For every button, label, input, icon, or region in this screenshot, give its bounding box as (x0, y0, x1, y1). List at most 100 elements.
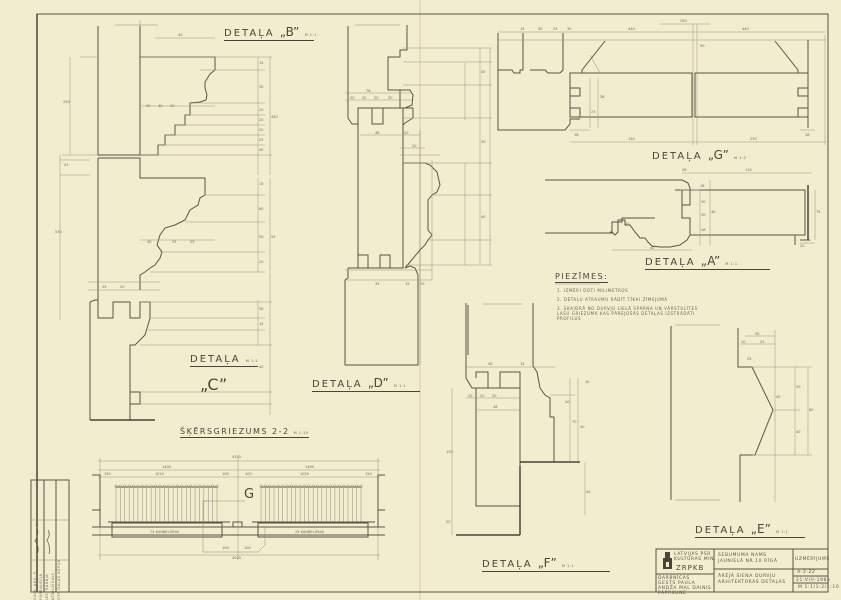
tb-org: LATVIJAS PSR KULTŪRAS MIN. (674, 552, 716, 562)
detail-e-word: DETAĻA (695, 525, 746, 536)
tb-object-line2: JAUNIELĀ NR.10 RĪGĀ (718, 559, 778, 564)
flute-head (346, 484, 350, 488)
flute-head (118, 484, 122, 488)
dim-center-left: 100 (222, 546, 229, 550)
flute-head (154, 484, 157, 488)
detail-b-scale: M 1:1 (304, 33, 317, 37)
dim-b: 25 (259, 138, 264, 142)
dim-c: 55 (271, 235, 276, 239)
flute-head (197, 484, 201, 488)
dim-d: 30 (388, 96, 393, 100)
detail-f-title: DETAĻA „F” M 1:1 (482, 556, 610, 572)
flute-head (123, 484, 127, 488)
dim-g: 440 (742, 27, 749, 31)
flute-head (132, 484, 136, 488)
tb-org-line2: KULTŪRAS MIN. (674, 557, 717, 562)
dim-f: 56 (488, 362, 493, 366)
detail-e-title: DETAĻA „E” M 1:1 (695, 522, 805, 538)
dim-b: 30 (259, 85, 264, 89)
flute-head (184, 484, 188, 488)
dim-edge-left: 150 (104, 472, 111, 476)
dim-b: 40 (259, 148, 264, 152)
dim-f: 20 (480, 394, 485, 398)
dim-b: 20 (259, 108, 264, 112)
dim-c: 25 (102, 285, 107, 289)
detail-a-drawing (545, 172, 816, 251)
section-callout-g: G (244, 487, 255, 502)
dim-c: 30 (259, 307, 264, 311)
dim-f: 70 (572, 420, 577, 424)
flute-head (114, 484, 118, 488)
flute-head (211, 484, 215, 488)
flute-head (263, 484, 267, 488)
flute-head (355, 484, 359, 488)
detail-f-word: DETAĻA (482, 559, 533, 570)
detail-f-letter: „F” (537, 556, 557, 570)
dim-d: 40 (481, 70, 486, 74)
dim-g: 230 (750, 137, 757, 141)
flute-head (298, 484, 302, 488)
note-2: 2. DETAĻU ATRAUMU RĀDĪT TĪKAI ZĪMEJUMĀ (557, 297, 668, 302)
dim-a: 18 (700, 184, 705, 188)
dim-c: 20 (120, 285, 125, 289)
dim-e: 40 (776, 395, 781, 399)
detail-d-word: DETAĻA (312, 379, 363, 390)
dim-a: 30 (701, 200, 706, 204)
left-stamp-frame (30, 479, 70, 593)
detail-a-word: DETAĻA (645, 257, 696, 268)
note-3: 3. SKAIDRĀ NO DURVJU LIELĀ SPĀRNA UN VĀR… (557, 306, 698, 321)
dim-b: 450 (271, 115, 278, 119)
dim-center-right: 100 (244, 546, 251, 550)
dim-f: 20 (446, 520, 451, 524)
flute-head (193, 484, 197, 488)
flute-head (272, 484, 276, 488)
dim-g: 23 (591, 110, 596, 114)
dim-c: 15 (259, 182, 264, 186)
detail-b-letter: „B” (279, 25, 300, 39)
tb-org-line1: LATVIJAS PSR (674, 552, 712, 557)
dim-f: 20 (565, 400, 570, 404)
section-scale: M 1:10 (293, 431, 309, 435)
dim-g: 25 (553, 27, 558, 31)
flute-head (268, 484, 272, 488)
stamp-foot: OTR DAĻAS KOPIJA (57, 559, 61, 600)
detail-g-letter: „G” (707, 148, 729, 162)
dim-f: 10 (585, 380, 590, 384)
detail-b-c-drawing (59, 20, 272, 421)
dim-e: 30 (755, 332, 760, 336)
flute-head (215, 484, 219, 488)
dim-e: 25 (747, 357, 752, 361)
dim-a: 40 (650, 246, 655, 250)
flute-head (342, 484, 346, 488)
detail-a-letter: „A” (700, 254, 721, 268)
flute-head (176, 484, 179, 488)
detail-b-title: DETAĻA „B” M 1:1 (224, 25, 317, 41)
dim-g: 90 (700, 44, 705, 48)
dim-d: 20 (412, 144, 417, 148)
detail-f-scale: M 1:1 (561, 564, 575, 568)
dim-d: 20 (404, 131, 409, 135)
detail-a-scale: M 1:1 (725, 262, 738, 266)
tb-sheet-title-line2: ARHITEKTŪRAS DETAĻAS (718, 580, 786, 585)
detail-c-word: DETAĻA (190, 354, 241, 365)
dim-inner-left: 1020 (155, 472, 164, 476)
section-title: ŠĶĒRSGRIEZUMS 2-2 M 1:10 (180, 427, 309, 438)
dim-d: 20 (374, 96, 379, 100)
dim-b: 20 (259, 128, 264, 132)
flute-head (320, 484, 324, 488)
flute-head (294, 484, 298, 488)
dim-c: 15 (259, 322, 264, 326)
dim-g: 440 (628, 27, 635, 31)
dim-gap-right: 100 (245, 472, 252, 476)
flute-head (140, 484, 144, 488)
flute-head (158, 484, 162, 488)
flute-head (324, 484, 328, 488)
dim-a: 20 (800, 244, 805, 248)
flute-head (167, 484, 171, 488)
dim-b: 250 (63, 100, 70, 104)
flute-head (337, 484, 341, 488)
dim-f: 15 (520, 362, 525, 366)
title-block-frame (655, 548, 829, 593)
